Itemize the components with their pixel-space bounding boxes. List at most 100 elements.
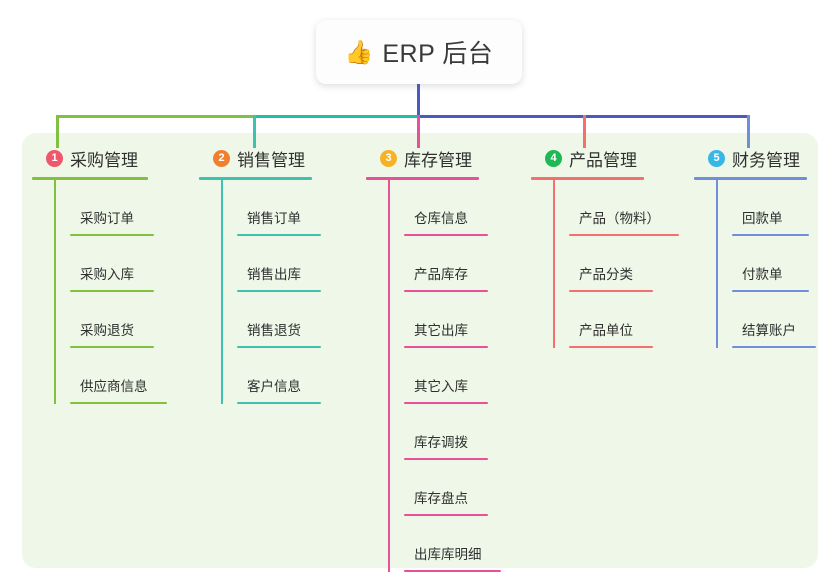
branch-items: 回款单付款单结算账户	[716, 180, 816, 348]
branch-item-rule	[732, 234, 809, 236]
branch-item-label: 出库库明细	[414, 547, 482, 562]
branch-item-rule	[404, 458, 488, 460]
branch-spine	[553, 180, 555, 348]
branch-item[interactable]: 仓库信息	[404, 180, 488, 236]
branch-item[interactable]: 产品单位	[569, 292, 653, 348]
branch-item-rule	[404, 290, 488, 292]
branch-item-rule	[404, 346, 488, 348]
branch-item[interactable]: 供应商信息	[70, 348, 167, 404]
branch-item[interactable]: 回款单	[732, 180, 809, 236]
branch-item[interactable]: 付款单	[732, 236, 809, 292]
branch-title: 销售管理	[237, 150, 305, 170]
branch-item-rule	[70, 290, 154, 292]
branch-item[interactable]: 结算账户	[732, 292, 816, 348]
branch-item-rule	[237, 346, 321, 348]
branch-number-badge: 1	[46, 149, 63, 167]
branch-header-rule	[32, 177, 148, 180]
branch-item[interactable]: 销售退货	[237, 292, 321, 348]
branch-item-label: 产品（物料）	[579, 211, 660, 226]
branch-number-badge: 2	[213, 149, 230, 167]
branch-item-rule	[70, 346, 154, 348]
branch-item-label: 库存调拨	[414, 435, 468, 450]
branch-item-label: 产品单位	[579, 323, 633, 338]
branch-title: 采购管理	[70, 150, 138, 170]
branch-item-rule	[70, 234, 154, 236]
branch-item-rule	[569, 290, 653, 292]
branch-header-rule	[694, 177, 807, 180]
branch-number-badge: 5	[708, 149, 725, 167]
branch-items: 产品（物料） 产品分类产品单位	[553, 180, 679, 348]
branch-spine	[54, 180, 56, 404]
trunk-segment-teal	[253, 115, 418, 118]
branch-item[interactable]: 其它入库	[404, 348, 488, 404]
branch-item-label: 其它入库	[414, 379, 468, 394]
branch-header-rule	[199, 177, 312, 180]
branch-item-label: 销售订单	[247, 211, 301, 226]
branch-item-rule	[404, 514, 488, 516]
branch-item-rule	[237, 234, 321, 236]
thumbs-up-icon: 👍	[344, 38, 374, 65]
branch-item-label: 产品分类	[579, 267, 633, 282]
branch-spine	[388, 180, 390, 572]
branch-item-rule	[569, 346, 653, 348]
branch-item-label: 采购入库	[80, 267, 134, 282]
branch-header-2[interactable]: 2 销售管理	[199, 146, 312, 170]
branch-drop-line-2	[253, 115, 256, 148]
branch-item-rule	[404, 234, 488, 236]
root-node-label: ERP 后台	[382, 40, 494, 68]
branch-item[interactable]: 销售出库	[237, 236, 321, 292]
branch-item-rule	[732, 346, 816, 348]
branch-spine	[221, 180, 223, 404]
branch-drop-line-1	[56, 115, 59, 148]
branch-item-rule	[70, 402, 167, 404]
branch-item-label: 仓库信息	[414, 211, 468, 226]
branch-item[interactable]: 库存调拨	[404, 404, 488, 460]
branch-item[interactable]: 销售订单	[237, 180, 321, 236]
branch-item-label: 其它出库	[414, 323, 468, 338]
branch-item-label: 供应商信息	[80, 379, 148, 394]
branch-item-rule	[732, 290, 809, 292]
branch-item[interactable]: 库存盘点	[404, 460, 488, 516]
branch-column-4: 4 产品管理产品（物料） 产品分类产品单位	[531, 146, 679, 348]
branch-item[interactable]: 客户信息	[237, 348, 321, 404]
branch-item-label: 库存盘点	[414, 491, 468, 506]
branch-item[interactable]: 采购退货	[70, 292, 154, 348]
root-node-card[interactable]: 👍 ERP 后台	[316, 20, 522, 84]
branch-item-label: 采购订单	[80, 211, 134, 226]
branch-item-label: 销售退货	[247, 323, 301, 338]
branch-item[interactable]: 出库库明细	[404, 516, 501, 572]
branch-item[interactable]: 产品库存	[404, 236, 488, 292]
branch-item[interactable]: 产品（物料）	[569, 180, 679, 236]
branch-number-badge: 4	[545, 149, 562, 167]
branch-item[interactable]: 产品分类	[569, 236, 653, 292]
branch-item[interactable]: 采购订单	[70, 180, 154, 236]
branch-item[interactable]: 采购入库	[70, 236, 154, 292]
branch-drop-line-3	[417, 115, 420, 148]
branch-item-label: 采购退货	[80, 323, 134, 338]
branch-item-label: 客户信息	[247, 379, 301, 394]
trunk-segment-green	[56, 115, 254, 118]
branch-items: 仓库信息产品库存其它出库其它入库库存调拨库存盘点出库库明细	[388, 180, 501, 572]
branch-item-rule	[569, 234, 679, 236]
branch-item-rule	[237, 290, 321, 292]
branch-title: 产品管理	[569, 150, 637, 170]
branch-item-rule	[404, 402, 488, 404]
diagram-background-panel	[22, 133, 818, 568]
branch-item-label: 产品库存	[414, 267, 468, 282]
branch-drop-line-5	[747, 115, 750, 148]
root-stem-line	[417, 84, 420, 118]
branch-item-rule	[237, 402, 321, 404]
branch-column-2: 2 销售管理销售订单销售出库销售退货客户信息	[199, 146, 321, 404]
branch-column-1: 1 采购管理采购订单采购入库采购退货供应商信息	[32, 146, 167, 404]
branch-header-rule	[531, 177, 644, 180]
branch-spine	[716, 180, 718, 348]
branch-header-4[interactable]: 4 产品管理	[531, 146, 644, 170]
branch-header-1[interactable]: 1 采购管理	[32, 146, 148, 170]
branch-item[interactable]: 其它出库	[404, 292, 488, 348]
branch-title: 库存管理	[404, 150, 472, 170]
